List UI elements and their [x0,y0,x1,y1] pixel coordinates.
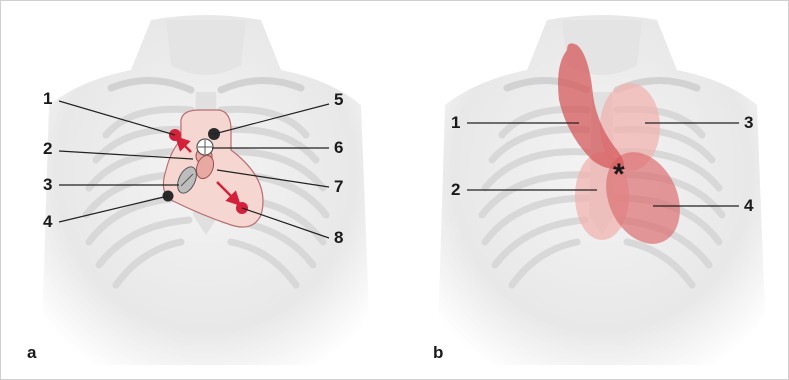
callout-label-a2: 2 [43,140,52,157]
panel-b: * 1 2 3 4 b [427,10,773,365]
callout-label-a5: 5 [334,91,343,108]
callout-label-b1: 1 [451,114,460,131]
callout-label-a1: 1 [43,90,52,107]
chest-illustration-a [31,10,377,365]
callout-label-a8: 8 [334,229,343,246]
neck [166,20,246,75]
panel-letter-b: b [433,344,443,361]
callout-label-a4: 4 [43,213,52,230]
callout-label-a6: 6 [334,139,343,156]
panel-letter-a: a [27,344,36,361]
panel-a: 1 2 3 4 5 6 7 8 a [31,10,377,365]
callout-label-b2: 2 [451,181,460,198]
convergence-asterisk: * [613,160,625,190]
chest-illustration-b [427,10,773,365]
callout-label-b4: 4 [744,197,753,214]
callout-label-b3: 3 [744,114,753,131]
callout-label-a3: 3 [43,176,52,193]
callout-label-a7: 7 [334,178,343,195]
